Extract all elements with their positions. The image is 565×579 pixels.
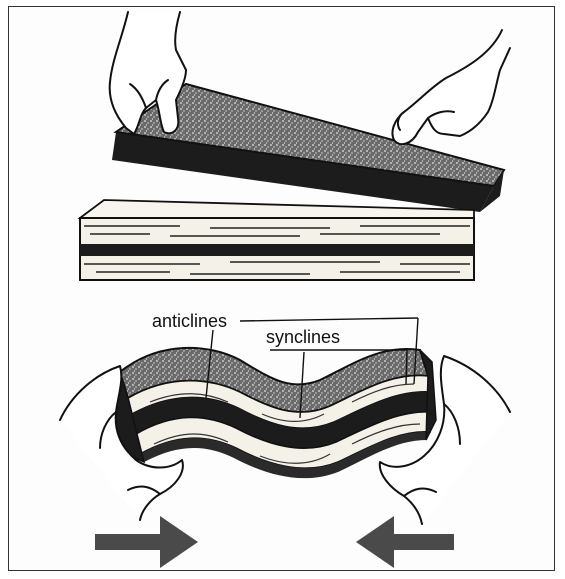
synclines-label: synclines [266, 328, 340, 346]
folded-strata [112, 348, 436, 478]
anticlines-label: anticlines [152, 312, 227, 330]
arrow-left-icon [356, 516, 454, 568]
flat-strata-block [80, 200, 474, 280]
arrow-right-icon [95, 516, 198, 568]
right-hand [392, 30, 510, 144]
